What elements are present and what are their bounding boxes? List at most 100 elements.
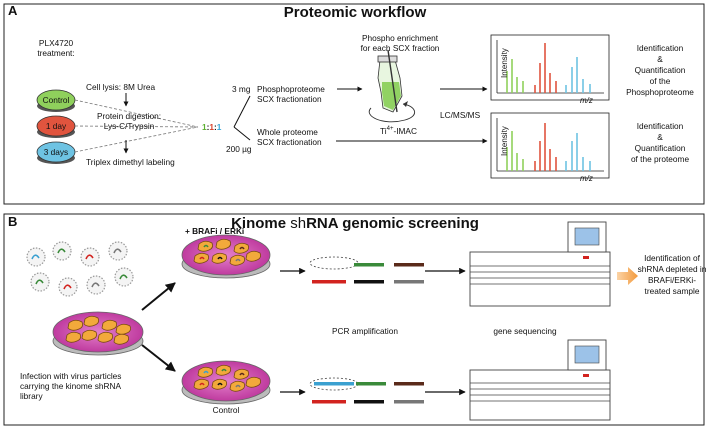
cell — [65, 331, 81, 343]
amount-whole: 200 µg — [226, 144, 252, 154]
virus-rna — [113, 248, 122, 254]
spectrum-ylabel-1: Intensity — [500, 48, 509, 78]
mix-ratio: 1:1:1 — [202, 122, 221, 132]
sample-tube-control — [36, 89, 76, 112]
ratio-sep-1: : — [206, 122, 210, 132]
spectrum-ylabel-2: Intensity — [500, 126, 509, 156]
imac-suffix: -IMAC — [393, 125, 417, 136]
cell-shrna — [217, 382, 223, 386]
cell-shrna — [199, 382, 205, 386]
infection-1: Infection with virus particles — [20, 371, 122, 381]
result-b-2: shRNA depleted in — [637, 264, 707, 274]
sequencer-top — [469, 221, 611, 307]
spectrum-phospho — [490, 34, 610, 101]
lcms-label: LC/MS/MS — [440, 110, 481, 120]
infection-3: library — [20, 391, 43, 401]
result-b-1: Identification of — [644, 253, 700, 263]
barcodes-control — [309, 377, 424, 404]
cell-shrna — [235, 258, 241, 262]
cell — [83, 315, 99, 327]
cell-shrna — [217, 256, 223, 260]
enrichment-1: Phospho enrichment — [361, 33, 439, 43]
cell-shrna — [203, 370, 209, 374]
virus-particle — [86, 275, 106, 295]
pcr-label: PCR amplification — [332, 326, 398, 336]
cell — [67, 319, 83, 331]
result-phospho-2: & — [657, 54, 663, 64]
virus-rna — [63, 284, 72, 290]
cell-shrna — [239, 246, 245, 250]
virus-particle — [108, 241, 128, 261]
cell-shrna — [221, 368, 227, 372]
result-phospho-1: Identification — [636, 43, 684, 53]
result-arrow — [617, 267, 638, 285]
virus-rna — [35, 279, 44, 285]
whole-branch-1: Whole proteome — [257, 127, 318, 137]
panel-b-frame — [3, 213, 705, 426]
dish-infection — [52, 311, 144, 356]
virus-particle — [58, 277, 78, 297]
step-lysis: Cell lysis: 8M Urea — [86, 82, 156, 92]
panel-b-title-sh: sh — [290, 215, 307, 232]
panel-a-letter: A — [8, 3, 18, 18]
amount-phospho: 3 mg — [232, 84, 251, 94]
sample-label-control: Control — [42, 95, 70, 105]
ratio-2: 1 — [209, 122, 215, 132]
spectrum-proteome — [490, 112, 610, 179]
cell-shrna — [239, 372, 245, 376]
virus-particles — [26, 241, 134, 297]
cell — [245, 250, 261, 262]
cell — [101, 319, 117, 331]
virus-rna — [85, 254, 94, 260]
cell — [113, 333, 129, 345]
branch-arrows — [141, 282, 176, 372]
cell-shrna — [235, 384, 241, 388]
virus-particle — [114, 267, 134, 287]
whole-branch-2: SCX fractionation — [257, 137, 322, 147]
cell — [97, 331, 113, 343]
virus-particle — [52, 241, 72, 261]
result-b-4: treated sample — [644, 286, 700, 296]
phospho-branch-1: Phosphoproteome — [257, 84, 325, 94]
virus-rna — [31, 254, 40, 260]
cell — [215, 238, 231, 250]
sample-label-1day: 1 day — [45, 121, 67, 131]
infection-2: carrying the kinome shRNA — [20, 381, 121, 391]
virus-rna — [57, 248, 66, 254]
cell — [81, 329, 97, 341]
panel-a-title: Proteomic workflow — [283, 4, 427, 21]
pcr-arrows — [280, 267, 466, 396]
sequencing-label: gene sequencing — [493, 326, 557, 336]
ratio-1: 1 — [202, 122, 207, 132]
imac-charge: 4+ — [386, 126, 394, 132]
split-lines — [233, 95, 251, 141]
panel-b-title-post: RNA genomic screening — [306, 215, 479, 232]
sequencer-bottom — [469, 339, 611, 421]
panel-b-title-pre: Kinome — [231, 215, 291, 232]
step-digestion-2: Lys-C/Trypsin — [103, 121, 155, 131]
ratio-3: 1 — [216, 122, 222, 132]
virus-particle — [80, 247, 100, 267]
spectrum-xlabel-1: m/z — [580, 96, 593, 105]
flow-arrows — [336, 86, 488, 144]
ratio-sep-2: : — [214, 122, 217, 132]
spectrum-xlabel-2: m/z — [580, 174, 593, 183]
step-digestion-1: Protein digestion: — [96, 111, 162, 121]
imac-ti: Ti — [380, 125, 387, 136]
result-phospho-3: Quantification — [634, 65, 686, 75]
panel-b-title: Kinome shRNA genomic screening — [200, 216, 510, 231]
virus-rna — [91, 282, 100, 288]
virus-particle — [30, 272, 50, 292]
result-proteome-3: Quantification — [634, 143, 686, 153]
phospho-branch-2: SCX fractionation — [257, 94, 322, 104]
treated-label: + BRAFi / ERKi — [185, 226, 245, 236]
cell-shrna — [203, 244, 209, 248]
result-phospho-4: of the — [649, 76, 671, 86]
step-labeling: Triplex dimethyl labeling — [86, 157, 175, 167]
merge-lines — [74, 99, 199, 153]
cell-shrna — [199, 256, 205, 260]
dish-control — [181, 360, 271, 405]
treatment-label-2: treatment: — [37, 48, 75, 58]
result-proteome-4: of the proteome — [630, 154, 690, 164]
